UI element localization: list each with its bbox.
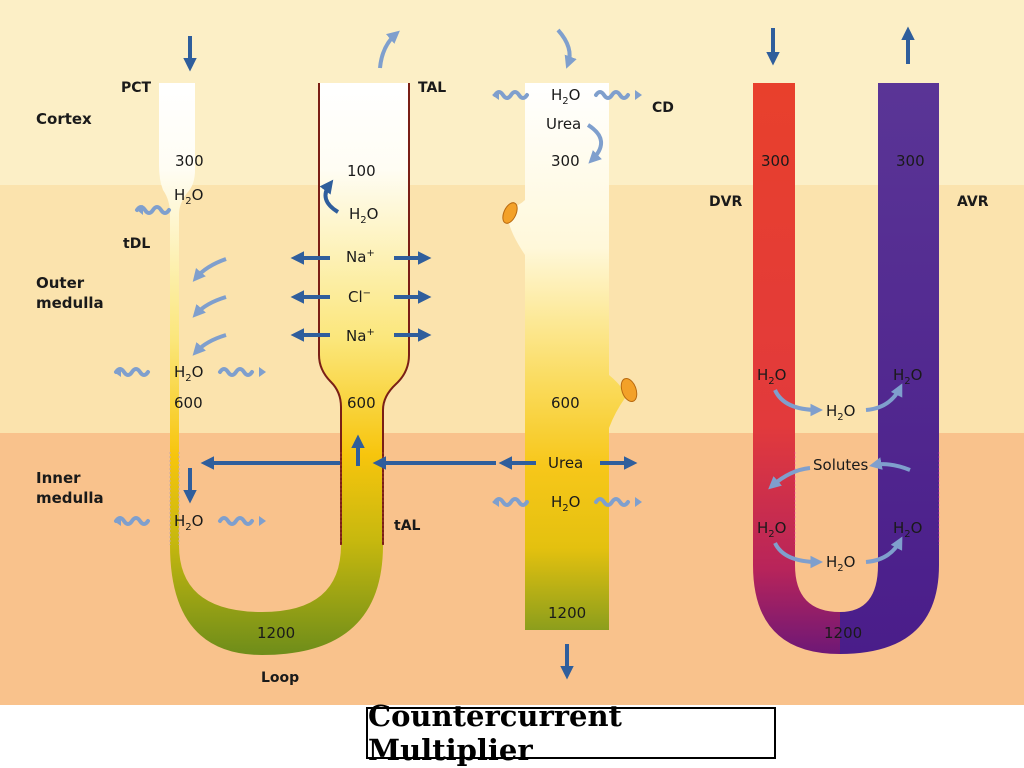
- ascending-vasa-recta: [840, 83, 939, 654]
- pct-h2o-squiggle: [135, 205, 171, 215]
- inner-medulla-label-1: Inner: [36, 469, 81, 487]
- loop-label: Loop: [261, 670, 299, 686]
- tdl-osmolality-600: 600: [174, 394, 203, 412]
- tdl-h2o-squiggles-outer: [114, 367, 266, 377]
- tdl-water-arrow-2: [192, 295, 227, 318]
- collecting-duct: [507, 83, 625, 630]
- cortex-label: Cortex: [36, 110, 92, 128]
- tal-outflow-arrow: [378, 30, 400, 69]
- urea-medulla-label: Urea: [548, 454, 583, 472]
- tal-osmolality-100: 100: [347, 162, 376, 180]
- solutes-into-dvr-arrow: [768, 466, 811, 490]
- cd-osmolality-1200: 1200: [548, 604, 586, 622]
- cd-h2o-squiggles-top: [492, 90, 642, 100]
- dvr-osmolality-300: 300: [761, 152, 790, 170]
- avr-label: AVR: [957, 194, 989, 210]
- avr-osmolality-300: 300: [896, 152, 925, 170]
- loop-osmolality-1200: 1200: [257, 624, 295, 642]
- cd-osmolality-300: 300: [551, 152, 580, 170]
- inner-medulla-zone: [0, 433, 1024, 705]
- cd-label: CD: [652, 100, 674, 116]
- tal-h2o-curl-arrow: [319, 179, 340, 214]
- pct-label: PCT: [121, 80, 152, 96]
- na-ion-top: Na+: [346, 248, 375, 266]
- na-ion-bottom: Na+: [346, 327, 375, 345]
- cd-inflow-arrow: [556, 28, 577, 69]
- tal-label: TAL: [418, 80, 446, 96]
- inner-medulla-label-2: medulla: [36, 489, 104, 507]
- tdl-water-arrows: [192, 257, 227, 356]
- avr-water-in-arrow: [865, 383, 903, 412]
- tal-thin-label: tAL: [394, 518, 421, 534]
- tal-osmolality-600: 600: [347, 394, 376, 412]
- cd-cell-upper: [502, 202, 518, 224]
- tal-wall-inner: [318, 83, 342, 545]
- solutes-label: Solutes: [813, 456, 868, 474]
- vasa-recta-osmolality-1200: 1200: [824, 624, 862, 642]
- avr-water-in-arrow-lower: [865, 536, 903, 564]
- cd-h2o-squiggles-bottom: [492, 497, 642, 507]
- tdl-h2o-squiggles-inner: [114, 516, 266, 526]
- diagram-caption: Countercurrent Multiplier: [366, 699, 776, 767]
- outer-medulla-label-1: Outer: [36, 274, 85, 292]
- dvr-water-out-arrow-lower: [773, 542, 824, 569]
- cd-cell-lower: [620, 377, 638, 403]
- pct-osmolality: 300: [175, 152, 204, 170]
- tal-wall-outer: [382, 83, 410, 545]
- urea-cortex-label: Urea: [546, 115, 581, 133]
- descending-vasa-recta: [753, 83, 840, 654]
- loop-of-henle: [159, 83, 409, 655]
- solutes-from-avr-arrow: [868, 457, 911, 472]
- dvr-water-out-arrow: [773, 389, 824, 417]
- tdl-label: tDL: [123, 236, 150, 252]
- outer-medulla-label-2: medulla: [36, 294, 104, 312]
- tdl-water-arrow-1: [192, 257, 227, 282]
- countercurrent-diagram: H2O Cortex Outer medulla Inner medulla P…: [0, 0, 1024, 705]
- urea-curl-arrow: [586, 123, 603, 164]
- cl-ion: Cl−: [348, 288, 371, 306]
- tdl-water-arrow-3: [192, 333, 227, 356]
- dvr-label: DVR: [709, 194, 742, 210]
- cd-osmolality-600: 600: [551, 394, 580, 412]
- ion-arrows: [290, 251, 432, 342]
